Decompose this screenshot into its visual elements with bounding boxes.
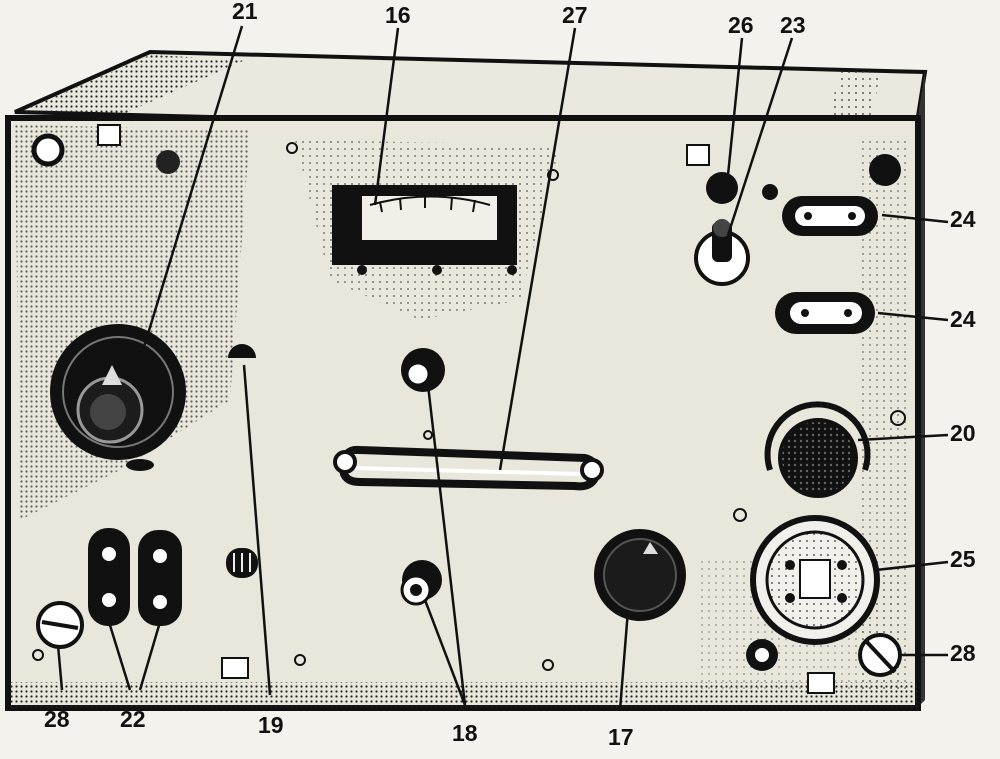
label-18: 18 — [452, 720, 478, 746]
label-20: 20 — [950, 420, 976, 446]
tab-bottom-right — [807, 672, 835, 694]
fuse-28-left — [36, 601, 84, 649]
screw-small-6 — [733, 508, 747, 522]
label-24-upper: 24 — [950, 206, 976, 232]
label-16: 16 — [385, 2, 411, 28]
leader-24a — [881, 213, 949, 224]
tab-top-right — [686, 144, 710, 166]
screw-small-5 — [542, 659, 554, 671]
leader-20 — [857, 433, 949, 442]
case-top-shade — [20, 55, 245, 120]
leader-23 — [726, 37, 794, 236]
label-19: 19 — [258, 712, 284, 738]
screw-small-3 — [547, 169, 559, 181]
label-24-lower: 24 — [950, 306, 976, 332]
small-knob-19-top — [228, 344, 256, 358]
knob-18-upper — [401, 348, 445, 392]
socket-25 — [750, 515, 880, 645]
small-screw-23 — [762, 184, 778, 200]
leader-26 — [726, 37, 744, 176]
leader-lines — [56, 25, 949, 711]
leader-22b — [138, 621, 162, 691]
label-28-left: 28 — [44, 706, 70, 732]
jacks-22 — [88, 528, 182, 626]
leader-19 — [242, 364, 272, 696]
tab-bottom-left — [221, 657, 249, 679]
screw-small-1 — [156, 150, 180, 174]
knob-18-lower — [400, 560, 442, 606]
knob-17 — [594, 529, 686, 621]
leader-28l — [56, 644, 64, 691]
screw-small-2 — [286, 142, 298, 154]
label-23: 23 — [780, 12, 806, 38]
label-21: 21 — [232, 0, 258, 24]
screw-small-9 — [423, 430, 433, 440]
screw-small-7 — [890, 410, 906, 426]
label-27: 27 — [562, 2, 588, 28]
screw-small-8 — [32, 649, 44, 661]
leader-25 — [875, 560, 949, 572]
small-knob-bottom-right-inner — [755, 648, 769, 662]
label-26: 26 — [728, 12, 754, 38]
label-28-right: 28 — [950, 640, 976, 666]
screw-top-right — [869, 154, 901, 186]
leader-21 — [138, 25, 244, 361]
leader-18a — [426, 384, 467, 706]
label-25: 25 — [950, 546, 976, 572]
knob-20 — [764, 401, 871, 498]
leader-22a — [107, 621, 132, 691]
tuning-dial-21 — [50, 324, 186, 471]
tab-top-left — [97, 124, 121, 146]
leader-18b — [423, 599, 467, 706]
handle-27 — [333, 445, 604, 491]
connector-24-lower — [775, 292, 875, 334]
leader-17 — [618, 609, 630, 711]
leader-27 — [498, 27, 577, 471]
screw-small-4 — [294, 654, 306, 666]
switch-23 — [694, 219, 750, 286]
leader-16 — [373, 27, 400, 206]
terminal-28-right — [858, 633, 902, 677]
label-17: 17 — [608, 724, 634, 750]
meter-16 — [332, 185, 517, 275]
screw-top-left — [31, 133, 65, 167]
label-22: 22 — [120, 706, 146, 732]
indicator-26 — [706, 172, 738, 204]
connector-24-upper — [782, 196, 878, 236]
leader-24b — [877, 311, 949, 322]
